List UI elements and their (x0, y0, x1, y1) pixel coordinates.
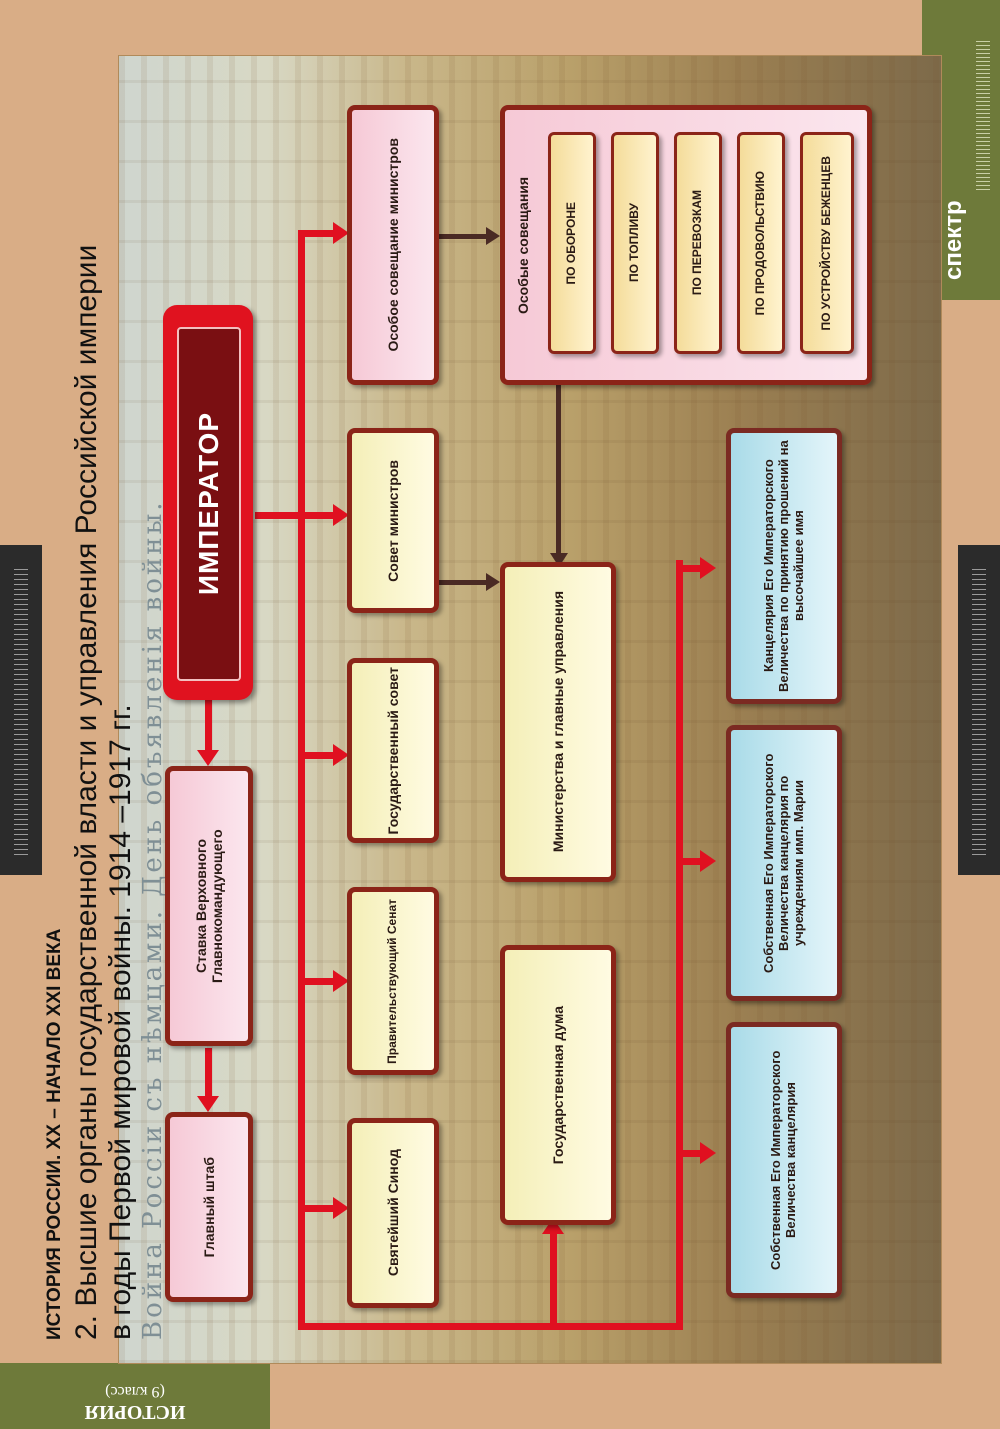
connector-main-trunk (298, 230, 305, 1330)
connector-chancellery-2 (676, 858, 702, 865)
arrow-chancellery-petitions (700, 557, 716, 579)
emperor-box: ИМПЕРАТОР (163, 305, 253, 700)
general-staff-box: Главный штаб (165, 1112, 253, 1302)
special-meeting-item: ПО ПРОДОВОЛЬСТВИЮ (737, 132, 785, 354)
publisher-fineprint (976, 40, 990, 190)
arrow-state-council (333, 744, 349, 766)
connector-duma (550, 1230, 557, 1326)
arrow-chancellery-own (700, 1142, 716, 1164)
special-meeting-item: ПО ОБОРОНЕ (548, 132, 596, 354)
arrow-chancellery-maria (700, 850, 716, 872)
arrow-to-ministries (486, 573, 500, 591)
state-council-box: Государственный совет (347, 658, 439, 843)
state-duma-label: Государственная дума (549, 1005, 566, 1165)
chancellery-maria-label: Собственная Его Императорского Величеств… (760, 753, 806, 973)
stavka-label: Ставка Верховного Главнокомандующего (192, 829, 225, 983)
special-meeting-item-label: ПО ПРОДОВОЛЬСТВИЮ (753, 170, 768, 316)
publisher-logo: спектр (940, 200, 967, 280)
state-council-label: Государственный совет (384, 666, 401, 835)
special-meeting-item-label: ПО ОБОРОНЕ (564, 201, 579, 285)
emperor-label: ИМПЕРАТОР (193, 412, 224, 596)
chancellery-petitions-label: Канцелярия Его Императорского Величества… (760, 440, 806, 692)
ministries-box: Министерства и главные управления (500, 562, 616, 882)
connector-council-ministries (438, 580, 488, 585)
chancellery-petitions-box: Канцелярия Его Императорского Величества… (726, 428, 842, 704)
special-meeting-item-label: ПО ПЕРЕВОЗКАМ (690, 190, 705, 296)
special-meeting-ministers-label: Особое совещание министров (384, 138, 401, 352)
special-meeting-item: ПО ПЕРЕВОЗКАМ (674, 132, 722, 354)
arrow-stavka (197, 750, 219, 766)
chancellery-own-label: Собственная Его Императорского Величеств… (768, 1050, 798, 1270)
subject-label: ИСТОРИЯ (9 класс) (0, 1363, 270, 1429)
council-ministers-label: Совет министров (384, 459, 401, 582)
special-meetings-title: Особые совещания (515, 176, 531, 314)
arrow-council (333, 504, 349, 526)
left-info-strip (0, 545, 42, 875)
connector-stavka-staff (205, 1048, 212, 1098)
chancellery-maria-box: Собственная Его Императорского Величеств… (726, 725, 842, 1001)
synod-box: Святейший Синод (347, 1118, 439, 1308)
arrow-to-special-meetings (486, 227, 500, 245)
arrow-senate (333, 970, 349, 992)
connector-chancellery-3 (676, 1150, 702, 1157)
main-title-line1: 2. Высшие органы государственной власти … (70, 244, 103, 1340)
special-meeting-ministers-box: Особое совещание министров (347, 105, 439, 385)
special-meeting-item: ПО ТОПЛИВУ (611, 132, 659, 354)
senate-box: Правительствующий Сенат (347, 887, 439, 1075)
chancellery-own-box: Собственная Его Императорского Величеств… (726, 1022, 842, 1298)
special-meeting-item-label: ПО ТОПЛИВУ (627, 203, 642, 283)
senate-label: Правительствующий Сенат (385, 898, 400, 1064)
subject-grade: (9 класс) (105, 1383, 165, 1400)
connector-emperor-stavka (205, 700, 212, 752)
general-staff-label: Главный штаб (200, 1156, 217, 1258)
connector-bottom-bar (298, 1323, 680, 1330)
main-title-line2: в годы Первой мировой войны. 1914 –1917 … (104, 704, 137, 1340)
connector-right-trunk (676, 560, 683, 1330)
arrow-synod (333, 1197, 349, 1219)
connector-senate (298, 978, 336, 985)
council-ministers-box: Совет министров (347, 428, 439, 613)
arrow-general-staff (197, 1096, 219, 1112)
subject-name: ИСТОРИЯ (84, 1401, 186, 1423)
connector-state-council (298, 752, 336, 759)
connector-chancellery-1 (676, 565, 702, 572)
connector-synod (298, 1205, 336, 1212)
stavka-box: Ставка Верховного Главнокомандующего (165, 766, 253, 1046)
connector-special-to-ministries (556, 385, 561, 555)
special-meeting-item-label: ПО УСТРОЙСТВУ БЕЖЕНЦЕВ (819, 155, 834, 331)
ministries-label: Министерства и главные управления (549, 591, 566, 853)
special-meeting-item: ПО УСТРОЙСТВУ БЕЖЕНЦЕВ (800, 132, 854, 354)
state-duma-box: Государственная дума (500, 945, 616, 1225)
series-title: ИСТОРИЯ РОССИИ. XX – НАЧАЛО XXI ВЕКА (44, 928, 65, 1340)
right-info-strip (958, 545, 1000, 875)
synod-label: Святейший Синод (384, 1149, 401, 1277)
connector-special-meeting (298, 230, 336, 237)
connector-meeting-special (438, 234, 488, 239)
connector-emperor-council (255, 512, 335, 519)
arrow-special-meeting (333, 222, 349, 244)
